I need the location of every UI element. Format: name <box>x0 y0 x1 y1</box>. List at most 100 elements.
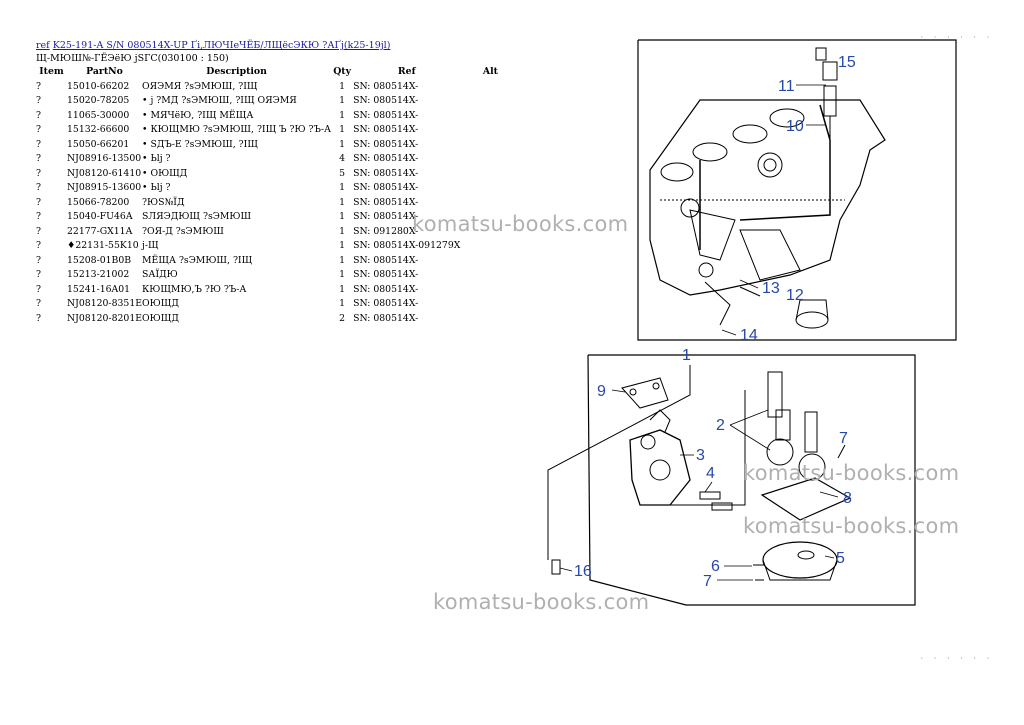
callout-7b: 7 <box>703 573 712 590</box>
callouts-top: 15 11 10 13 12 14 <box>740 54 856 344</box>
table-header-row: Item PartNo Description Qty Ref Alt <box>36 66 520 79</box>
ref-cell: SN: 080514X- <box>353 124 419 136</box>
callout-6: 6 <box>711 558 720 575</box>
description-cell: МЁЩА ?ѕЭМЮШ, ?ІЩ <box>142 254 253 266</box>
item-cell: ? <box>36 167 41 179</box>
description-cell: • МЯЧёЮ, ?ІЩ МЁЩА <box>142 109 254 121</box>
partno-cell: ♦22131-55K10 <box>67 240 139 252</box>
callout-leaders-bottom <box>559 389 839 581</box>
item-cell: ? <box>36 254 41 266</box>
description-cell: • ј ?МД ?ѕЭМЮШ, ?ІЩ ОЯЭМЯ <box>142 95 297 107</box>
table-row: ?15132-66600• КЮЩМЮ ?ѕЭМЮШ, ?ІЩ Ъ ?Ю ?Ъ-… <box>36 123 520 138</box>
item-cell: ? <box>36 283 41 295</box>
partno-cell: 22177-GX11A <box>67 225 133 237</box>
col-header-ref: Ref <box>397 66 416 77</box>
callout-9: 9 <box>597 383 606 400</box>
item-cell: ? <box>36 312 41 324</box>
item-cell: ? <box>36 80 41 92</box>
qty-cell: 1 <box>339 95 346 107</box>
partno-cell: NJ08120-8351E <box>67 298 143 310</box>
item-cell: ? <box>36 269 41 281</box>
ref-cell: SN: 080514X- <box>353 80 419 92</box>
qty-cell: 1 <box>339 211 346 223</box>
item-cell: ? <box>36 124 41 136</box>
ref-cell: SN: 080514X- <box>353 269 419 281</box>
description-cell: ЅАЇДЮ <box>142 269 178 281</box>
col-header-partno: PartNo <box>86 66 123 77</box>
description-cell: • Ьlј ? <box>142 153 171 165</box>
qty-cell: 1 <box>339 109 346 121</box>
partno-cell: 15241-16A01 <box>67 283 131 295</box>
ref-cell: SN: 080514X- <box>353 95 419 107</box>
partno-cell: NJ08916-13500 <box>67 153 142 165</box>
corner-mark-bottom: · · · · · · <box>920 655 993 662</box>
callout-11: 11 <box>778 78 795 95</box>
ref-cell: SN: 080514X- <box>353 196 419 208</box>
description-cell: ОЯЭМЯ ?ѕЭМЮШ, ?ІЩ <box>142 80 258 92</box>
qty-cell: 1 <box>339 196 346 208</box>
callouts-bottom: 1 9 3 2 4 7 8 5 6 7 16 <box>574 347 852 590</box>
item-cell: ? <box>36 153 41 165</box>
partno-cell: 15050-66201 <box>67 138 130 150</box>
qty-cell: 1 <box>339 269 346 281</box>
ref-cell: SN: 080514X- <box>353 298 419 310</box>
section-subtitle: Щ-МЮШ№-ГЁЭёЮ јЅГС(030100 : 150) <box>36 53 229 64</box>
callout-13: 13 <box>762 280 780 297</box>
partno-cell: 15132-66600 <box>67 124 130 136</box>
callout-12: 12 <box>786 287 804 304</box>
callout-4: 4 <box>706 465 715 482</box>
ref-cell: SN: 080514X- <box>353 182 419 194</box>
table-row: ? 15213-21002 ЅАЇДЮ 1 SN: 080514X- <box>36 268 520 283</box>
callout-10: 10 <box>786 118 804 135</box>
item-cell: ? <box>36 240 41 252</box>
ref-cell: SN: 080514X- <box>353 153 419 165</box>
model-title-link[interactable]: K25-191-A S/N 080514X-UP Ґі‚ЛЮЧІеЧЁБ/ЛЩё… <box>52 40 391 51</box>
item-cell: ? <box>36 298 41 310</box>
qty-cell: 1 <box>339 254 346 266</box>
partno-cell: NJ08915-13600 <box>67 182 142 194</box>
partno-cell: 15066-78200 <box>67 196 130 208</box>
callout-3: 3 <box>696 447 705 464</box>
qty-cell: 1 <box>339 182 346 194</box>
qty-cell: 2 <box>339 312 346 324</box>
item-cell: ? <box>36 109 41 121</box>
qty-cell: 1 <box>339 240 346 252</box>
col-header-description: Description <box>206 66 267 77</box>
description-cell: ?ОЯ-Д ?ѕЭМЮШ <box>142 225 224 237</box>
callout-8: 8 <box>843 490 852 507</box>
partno-cell: 15010-66202 <box>67 80 130 92</box>
description-cell: ЅЛЯЭДЮЩ ?ѕЭМЮШ <box>142 211 252 223</box>
description-cell: ј-Щ <box>142 240 159 252</box>
description-cell: • ОЮЩД <box>142 167 188 179</box>
item-cell: ? <box>36 95 41 107</box>
callout-1: 1 <box>682 347 691 364</box>
ref-link[interactable]: ref <box>36 40 50 51</box>
qty-cell: 1 <box>339 225 346 237</box>
qty-cell: 1 <box>339 138 346 150</box>
qty-cell: 1 <box>339 283 346 295</box>
oil-pump-exploded-view <box>547 354 916 606</box>
item-cell: ? <box>36 138 41 150</box>
watermark-3: komatsu-books.com <box>743 514 960 538</box>
partno-cell: NJ08120-8201E <box>67 312 143 324</box>
col-header-qty: Qty <box>333 66 351 77</box>
ref-cell: SN: 080514X- <box>353 254 419 266</box>
watermark-4: komatsu-books.com <box>433 590 650 614</box>
qty-cell: 1 <box>339 298 346 310</box>
partno-cell: 15213-21002 <box>67 269 130 281</box>
description-cell: • ЅДЪ-Е ?ѕЭМЮШ, ?ІЩ <box>142 138 258 150</box>
item-cell: ? <box>36 225 41 237</box>
description-cell: КЮЩМЮ,Ъ ?Ю ?Ъ-А <box>142 283 247 295</box>
